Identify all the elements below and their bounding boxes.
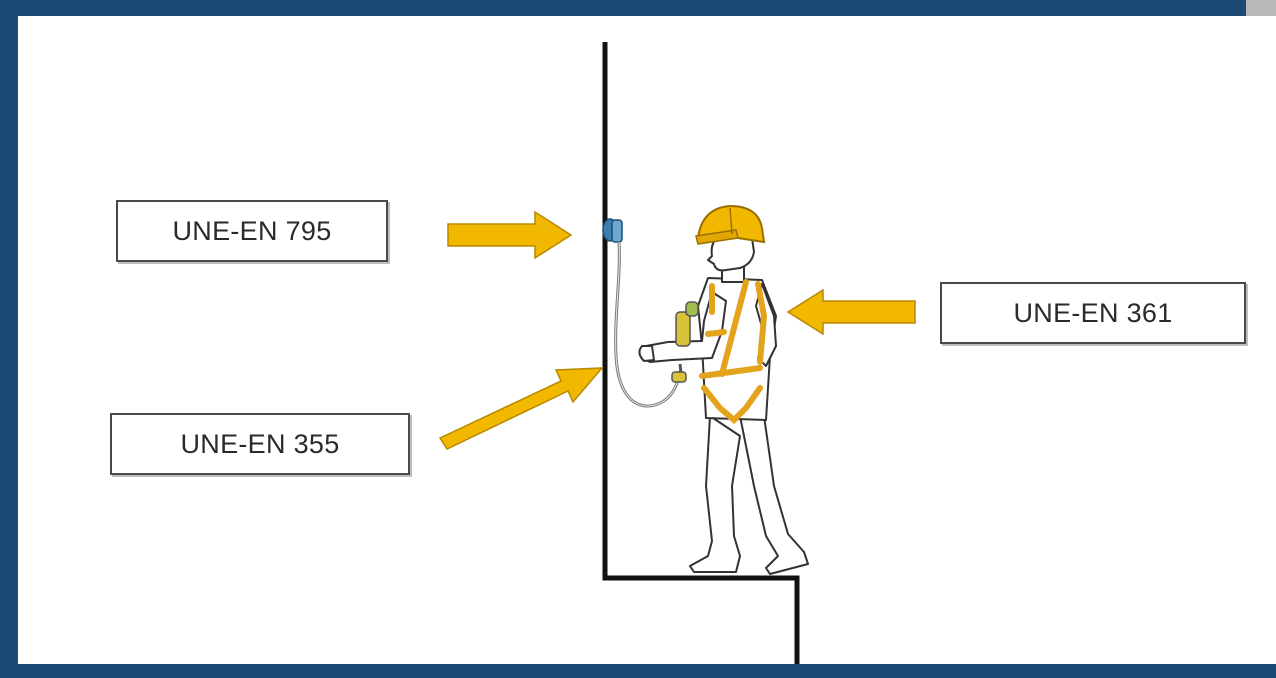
shock-absorber-icon bbox=[671, 301, 699, 383]
wall-structure bbox=[602, 42, 800, 664]
diagram-graphic bbox=[438, 42, 916, 664]
harness-icon bbox=[699, 279, 768, 425]
label-une-en-795: UNE-EN 795 bbox=[116, 200, 388, 262]
label-une-en-355: UNE-EN 355 bbox=[110, 413, 410, 475]
corner-mark bbox=[1246, 0, 1276, 16]
arrow-355 bbox=[438, 367, 604, 450]
label-une-en-361: UNE-EN 361 bbox=[940, 282, 1246, 344]
lanyard-inner bbox=[615, 241, 681, 407]
diagram-canvas: UNE-EN 795 UNE-EN 355 UNE-EN 361 bbox=[18, 16, 1276, 664]
arrow-361 bbox=[786, 288, 916, 336]
lanyard-icon bbox=[614, 241, 682, 408]
helmet-icon bbox=[695, 204, 766, 245]
anchor-device-icon bbox=[602, 218, 623, 243]
arrow-795 bbox=[447, 210, 573, 260]
worker-figure-icon bbox=[638, 235, 809, 575]
